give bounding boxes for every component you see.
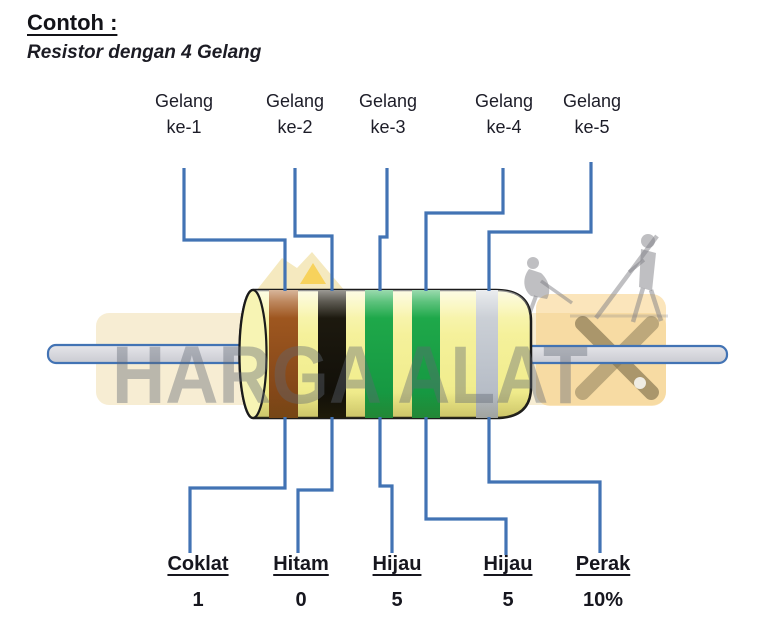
connector-line-top-1: [182, 168, 287, 291]
connector-line-top-2: [293, 168, 334, 291]
connector-line-top-5: [487, 162, 593, 291]
watermark-peak-icon: [300, 263, 326, 284]
watermark-text: HARGA ALAT: [112, 330, 588, 421]
connector-line-bottom-4: [424, 417, 508, 555]
connector-line-bottom-2: [296, 417, 334, 553]
person-silhouette-icon: [524, 257, 574, 313]
connector-line-bottom-1: [188, 417, 287, 553]
person-silhouette-icon: [570, 234, 668, 323]
connector-line-bottom-3: [378, 417, 394, 553]
resistor-body: [238, 288, 533, 420]
connector-line-top-3: [378, 168, 389, 291]
connector-lines: [182, 162, 602, 555]
connector-line-bottom-5: [487, 417, 602, 553]
resistor-end-cap: [238, 288, 268, 420]
connector-line-top-4: [424, 168, 505, 291]
